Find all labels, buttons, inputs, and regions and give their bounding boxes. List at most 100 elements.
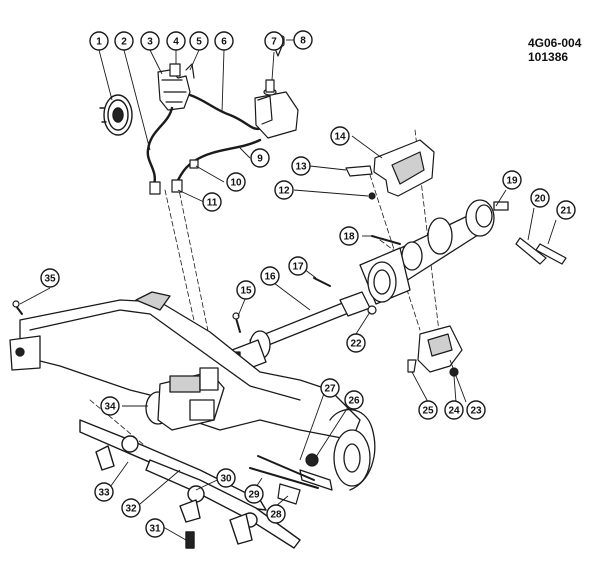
steering-linkage [79, 419, 301, 549]
callout-circle [114, 31, 134, 51]
callout-number: 13 [295, 162, 307, 173]
callout-19: 19 [502, 170, 522, 190]
power-steering-pump [157, 63, 195, 111]
callout-number: 25 [422, 406, 434, 417]
callout-circle [189, 31, 209, 51]
hose-fittings [149, 159, 199, 195]
callout-circle [266, 504, 286, 524]
callout-circle [274, 180, 294, 200]
callout-number: 3 [147, 37, 153, 48]
callout-circle [94, 482, 114, 502]
callout-4: 4 [166, 31, 186, 51]
callout-circle [291, 156, 311, 176]
callout-circle [444, 400, 464, 420]
drawing-reference: 4G06-004 101386 [528, 36, 581, 64]
callout-circle [260, 266, 280, 286]
pump-pulley [99, 94, 133, 136]
callout-circle [264, 31, 284, 51]
callout-number: 29 [248, 490, 260, 501]
callout-circle [166, 31, 186, 51]
callout-number: 12 [278, 186, 290, 197]
callout-29: 29 [244, 484, 264, 504]
callout-circle [320, 378, 340, 398]
callout-12: 12 [274, 180, 294, 200]
callout-number: 28 [270, 510, 282, 521]
column-support-bracket [345, 139, 435, 200]
callout-26: 26 [344, 390, 364, 410]
callout-circle [330, 126, 350, 146]
callout-20: 20 [530, 188, 550, 208]
callout-circle [346, 333, 366, 353]
callout-number: 16 [264, 272, 276, 283]
callout-number: 5 [196, 37, 202, 48]
callout-number: 9 [257, 154, 263, 165]
callout-number: 17 [292, 262, 304, 273]
callout-circle [418, 400, 438, 420]
callout-circle [293, 30, 313, 50]
callout-number: 14 [334, 132, 346, 143]
callout-circle [530, 188, 550, 208]
callout-13: 13 [291, 156, 311, 176]
callout-24: 24 [444, 400, 464, 420]
callout-circle [226, 172, 246, 192]
callout-17: 17 [288, 256, 308, 276]
callout-number: 30 [220, 474, 232, 485]
wheel-hub [299, 408, 376, 491]
pressure-hose [146, 106, 174, 187]
vehicle-frame [9, 291, 361, 441]
callout-11: 11 [202, 192, 222, 212]
callout-number: 26 [348, 396, 360, 407]
steering-gear [145, 367, 225, 431]
callout-circle [40, 268, 60, 288]
callout-circle [140, 31, 160, 51]
fluid-reservoir [254, 79, 299, 139]
callout-32: 32 [121, 498, 141, 518]
callout-number: 23 [470, 406, 482, 417]
callout-circle [89, 31, 109, 51]
callout-31: 31 [145, 518, 165, 538]
callout-circle [214, 31, 234, 51]
linkage-fasteners [249, 453, 319, 505]
callout-35: 35 [40, 268, 60, 288]
callout-circle [344, 390, 364, 410]
callout-number: 1 [96, 37, 102, 48]
callout-number: 22 [350, 339, 362, 350]
callout-circle [216, 468, 236, 488]
steering-column [359, 199, 509, 305]
callout-circle [100, 396, 120, 416]
callout-number: 8 [300, 36, 306, 47]
callout-5: 5 [189, 31, 209, 51]
callout-number: 6 [221, 37, 227, 48]
column-lower-bracket [407, 325, 463, 377]
callout-number: 20 [534, 194, 546, 205]
callout-circle [339, 226, 359, 246]
callout-number: 33 [98, 488, 110, 499]
callout-28: 28 [266, 504, 286, 524]
callout-25: 25 [418, 400, 438, 420]
callout-8: 8 [293, 30, 313, 50]
callout-number: 7 [271, 37, 277, 48]
callout-circle [145, 518, 165, 538]
callout-18: 18 [339, 226, 359, 246]
callout-number: 27 [324, 384, 336, 395]
callout-7: 7 [264, 31, 284, 51]
callout-number: 21 [560, 206, 572, 217]
callout-circle [556, 200, 576, 220]
callout-number: 18 [343, 232, 355, 243]
callout-15: 15 [236, 280, 256, 300]
callout-22: 22 [346, 333, 366, 353]
callout-number: 31 [149, 524, 161, 535]
callout-circle [502, 170, 522, 190]
callout-23: 23 [466, 400, 486, 420]
return-hose [174, 93, 264, 186]
callout-16: 16 [260, 266, 280, 286]
callout-circle [288, 256, 308, 276]
callout-circle [250, 148, 270, 168]
callout-circle [244, 484, 264, 504]
callout-10: 10 [226, 172, 246, 192]
callout-circle [236, 280, 256, 300]
callout-number: 19 [506, 176, 518, 187]
column-bolts [515, 237, 567, 265]
